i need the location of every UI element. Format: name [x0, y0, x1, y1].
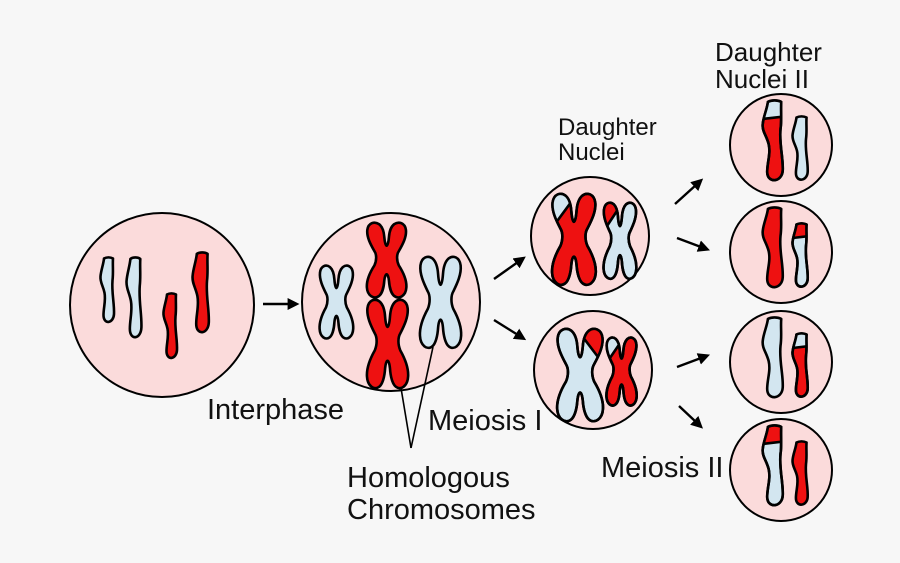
label-interphase: Interphase: [207, 394, 344, 426]
x-chromosome-red-with-blue-arm: [605, 336, 638, 407]
cell-meiosis1: [301, 212, 481, 392]
cell-daughter2-a: [729, 93, 833, 197]
label-meiosis1: Meiosis I: [428, 405, 542, 437]
cell-daughter2-d: [729, 418, 833, 522]
arrow-dn2-to-d2d-icon: [678, 405, 703, 429]
chromatid-blue: [791, 115, 809, 181]
chromatid-red-blue-tip: [791, 332, 809, 398]
pointer-line-left: [400, 387, 412, 449]
label-daughter-nuclei-line1: Daughter: [558, 114, 657, 141]
label-daughter-nuclei-line2: Nuclei: [558, 139, 625, 166]
chromatid-blue-short: [99, 256, 115, 323]
cell-daughter2-c: [729, 310, 833, 414]
chromatid-blue-tall: [125, 256, 143, 339]
label-meiosis2: Meiosis II: [601, 452, 723, 484]
label-homologous-line1: Homologous: [347, 462, 510, 494]
cell-daughter-nucleus-2: [533, 310, 653, 430]
chromatid-red-blue-tip: [761, 99, 784, 182]
arrow-dn2-to-d2c-icon: [676, 353, 710, 369]
cell-interphase: [69, 212, 255, 398]
x-chromosome-blue-with-red-arm: [602, 201, 638, 280]
chromatid-blue-red-tip: [791, 222, 809, 288]
label-homologous-line2: Chromosomes: [347, 494, 536, 526]
arrow-meiosis1-to-dn1-icon: [493, 256, 526, 280]
cell-daughter2-b: [729, 200, 833, 304]
chromatid-red: [791, 440, 809, 506]
chromatid-red-short: [162, 292, 178, 359]
arrow-meiosis1-to-dn2-icon: [493, 318, 527, 341]
pointer-line-right: [410, 346, 434, 449]
label-daughter-nuclei2-line1: Daughter: [715, 37, 822, 67]
cell-daughter-nucleus-1: [530, 176, 650, 296]
arrow-dn1-to-d2b-icon: [676, 236, 710, 252]
chromatid-blue-red-tip: [761, 424, 784, 507]
label-daughter-nuclei2-line2: Nuclei II: [715, 64, 809, 94]
cell-membrane-interphase: [69, 212, 255, 398]
arrow-dn1-to-d2a-icon: [674, 178, 704, 205]
cell-membrane-meiosis1: [301, 212, 481, 392]
x-chromosome-red-with-blue-arm: [551, 192, 597, 286]
